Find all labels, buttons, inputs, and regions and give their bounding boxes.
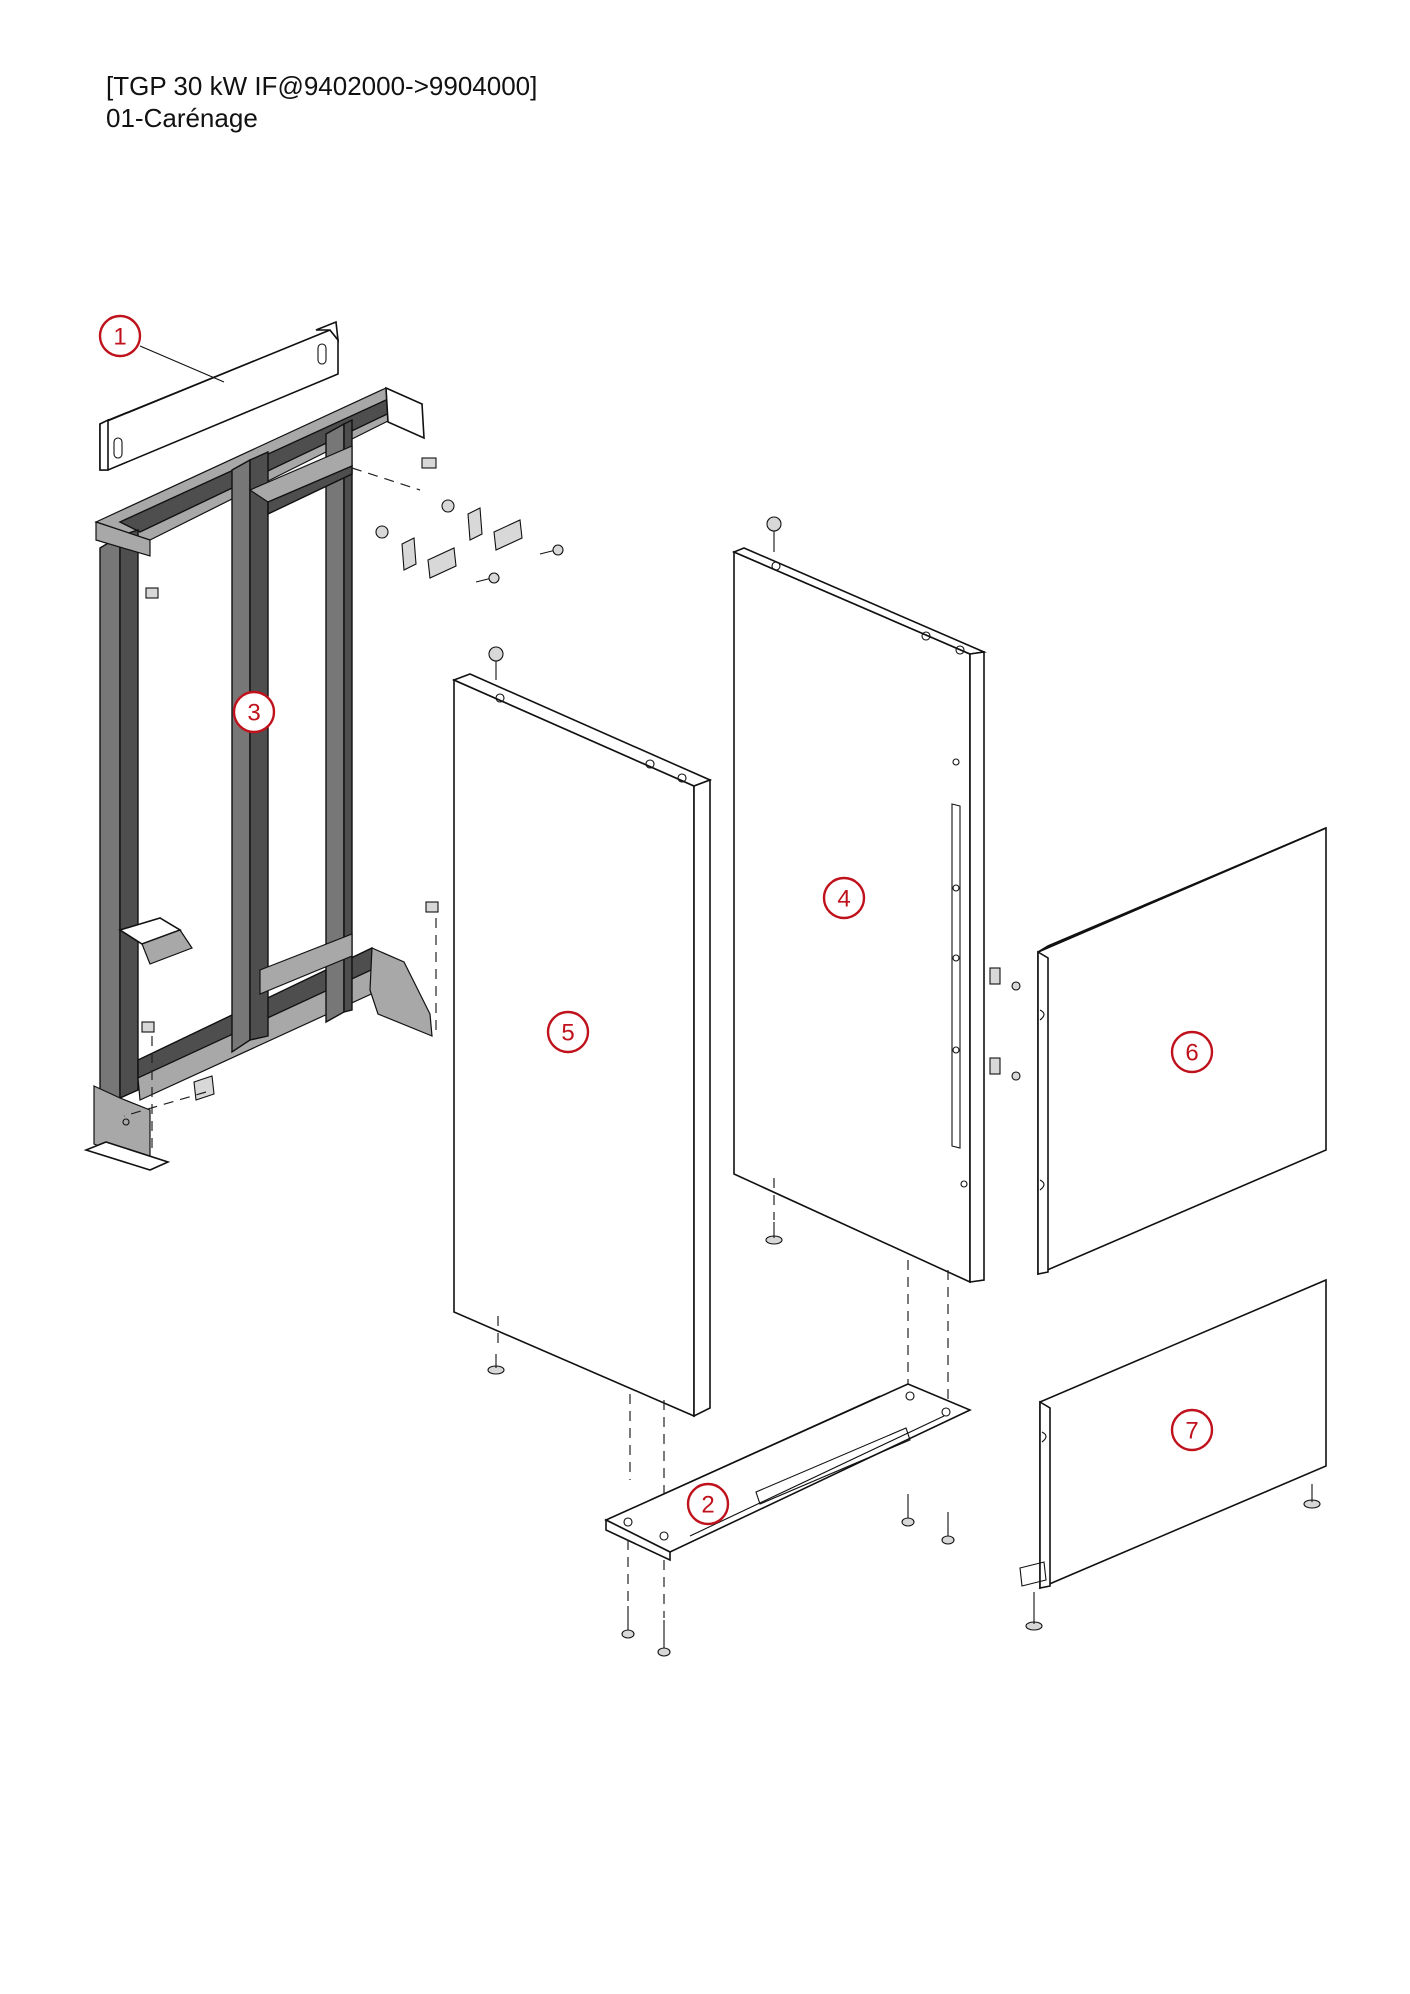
callout-5: 5 bbox=[546, 1010, 590, 1054]
page-title: [TGP 30 kW IF@9402000->9904000] bbox=[106, 71, 538, 101]
part-2-base-plate bbox=[604, 1383, 972, 1562]
callout-4-label: 4 bbox=[837, 886, 850, 913]
frame-hardware bbox=[141, 457, 564, 1101]
part-7-screw-right bbox=[1303, 1484, 1321, 1509]
part-4-screw-bottom bbox=[765, 1222, 783, 1245]
callout-7-label: 7 bbox=[1185, 1418, 1198, 1445]
part-5-screw-bottom bbox=[487, 1354, 505, 1375]
callout-2: 2 bbox=[686, 1482, 730, 1526]
frame-guide-line-a bbox=[351, 467, 421, 491]
page-header: [TGP 30 kW IF@9402000->9904000] 01-Carén… bbox=[106, 70, 537, 134]
callout-6: 6 bbox=[1170, 1030, 1214, 1074]
part-4-back-panel bbox=[731, 547, 1021, 1284]
callout-1: 1 bbox=[98, 314, 142, 358]
callout-5-label: 5 bbox=[561, 1020, 574, 1047]
callout-1-label: 1 bbox=[113, 324, 126, 351]
part-4-screw-top bbox=[766, 516, 782, 552]
page-subtitle: 01-Carénage bbox=[106, 103, 258, 133]
callout-3: 3 bbox=[232, 690, 276, 734]
part-7-screw-left bbox=[1025, 1592, 1043, 1631]
callout-7: 7 bbox=[1170, 1408, 1214, 1452]
part-3-frame bbox=[83, 386, 433, 1171]
callout-4: 4 bbox=[822, 876, 866, 920]
part-1-top-rail bbox=[99, 320, 340, 471]
base-screws bbox=[621, 1494, 955, 1657]
callout-2-label: 2 bbox=[701, 1492, 714, 1519]
part-5-screw-top bbox=[488, 646, 504, 680]
callout-3-label: 3 bbox=[247, 700, 260, 727]
frame-guide-line-d bbox=[123, 1091, 207, 1117]
leader-line-1 bbox=[139, 345, 225, 383]
callout-6-label: 6 bbox=[1185, 1040, 1198, 1067]
